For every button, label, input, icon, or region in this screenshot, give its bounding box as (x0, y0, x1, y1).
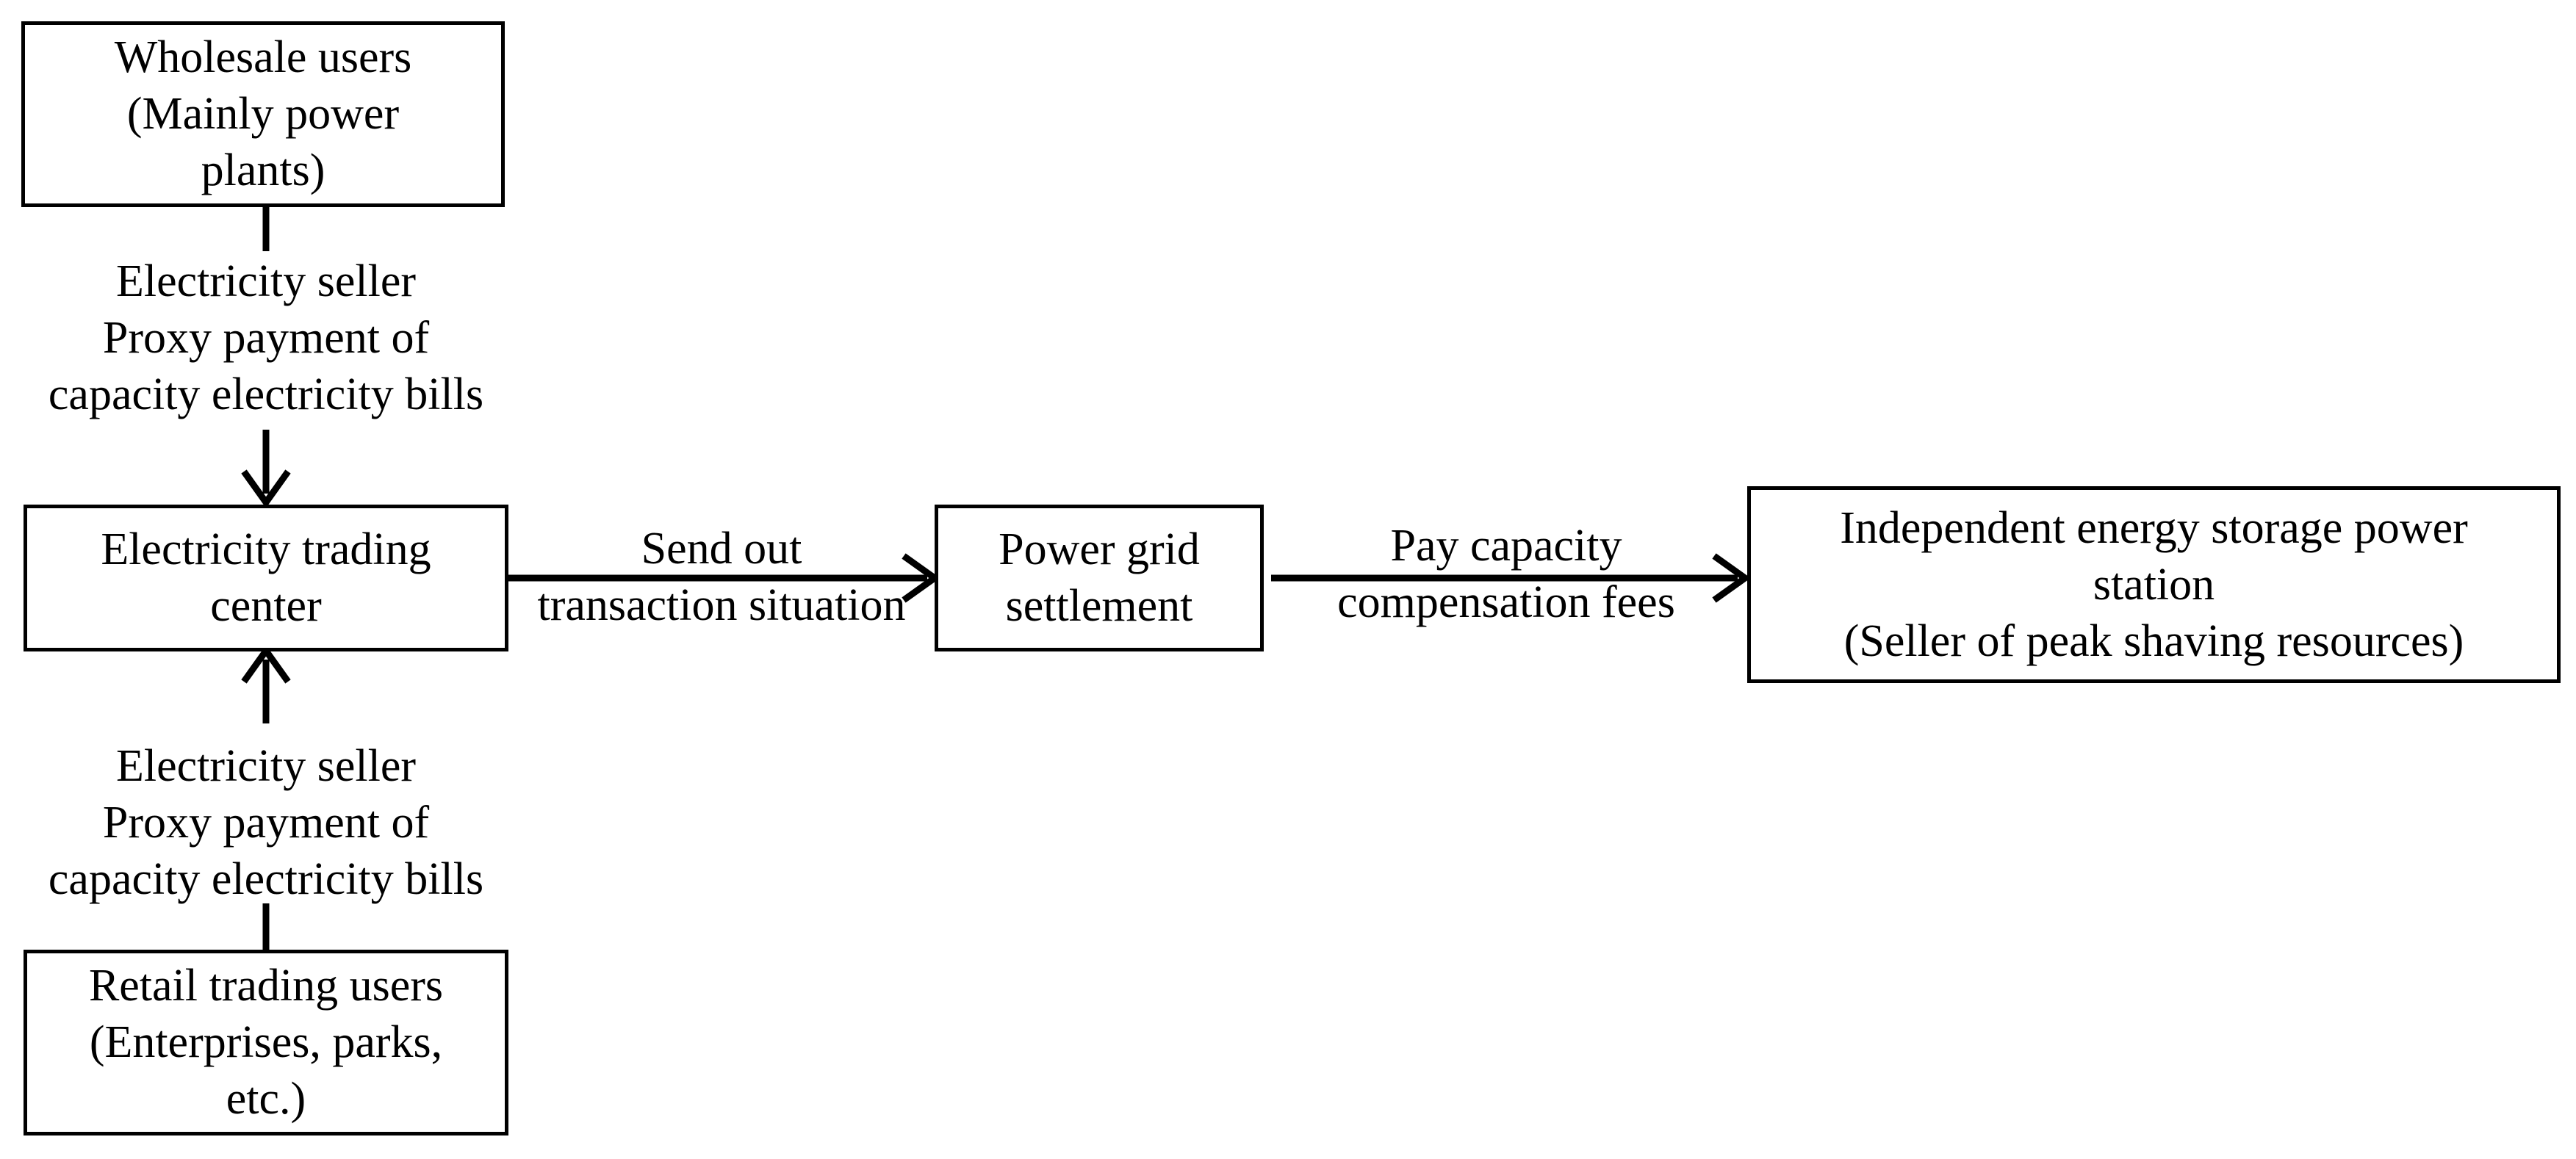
edge-label-line: transaction situation (537, 580, 906, 630)
edge-label-line: capacity electricity bills (48, 369, 484, 419)
node-label-line: Electricity trading (101, 524, 431, 574)
edge-label-line: Electricity seller (116, 740, 416, 791)
edge-label-line: compensation fees (1337, 577, 1675, 627)
edge-label-grid-to-storage: Pay capacity compensation fees (1278, 516, 1734, 633)
edge-label-line: Proxy payment of (102, 312, 430, 363)
arrowhead-down-icon (241, 469, 291, 508)
edge-label-wholesale-to-center: Electricity seller Proxy payment of capa… (0, 250, 532, 426)
node-label-line: Wholesale users (114, 32, 412, 82)
node-label-line: plants) (201, 145, 325, 195)
node-label-line: settlement (1005, 581, 1193, 631)
edge-label-line: Send out (641, 524, 802, 574)
node-label-line: etc.) (226, 1074, 306, 1124)
edge-label-line: Electricity seller (116, 256, 416, 306)
node-label-line: Independent energy storage power (1840, 502, 2468, 553)
node-label-line: (Seller of peak shaving resources) (1843, 615, 2464, 666)
node-label-line: (Enterprises, parks, (89, 1017, 443, 1067)
node-electricity-trading-center: Electricity trading center (24, 505, 508, 651)
node-label-line: station (2093, 559, 2215, 610)
edge-label-retail-to-center: Electricity seller Proxy payment of capa… (0, 734, 532, 911)
node-label-line: Power grid (999, 524, 1200, 574)
edge-label-center-to-grid: Send out transaction situation (501, 519, 942, 636)
node-label-line: (Mainly power (126, 89, 400, 139)
node-label-line: center (210, 581, 322, 631)
edge-label-line: Proxy payment of (102, 797, 430, 848)
arrowhead-right-icon (1712, 553, 1751, 603)
node-power-grid-settlement: Power grid settlement (935, 505, 1264, 651)
node-retail-trading-users: Retail trading users (Enterprises, parks… (24, 950, 508, 1135)
edge-label-line: Pay capacity (1390, 521, 1622, 571)
node-independent-energy-storage: Independent energy storage power station… (1747, 486, 2561, 683)
node-label-line: Retail trading users (88, 961, 444, 1011)
node-wholesale-users: Wholesale users (Mainly power plants) (21, 21, 505, 207)
edge-label-line: capacity electricity bills (48, 853, 484, 904)
